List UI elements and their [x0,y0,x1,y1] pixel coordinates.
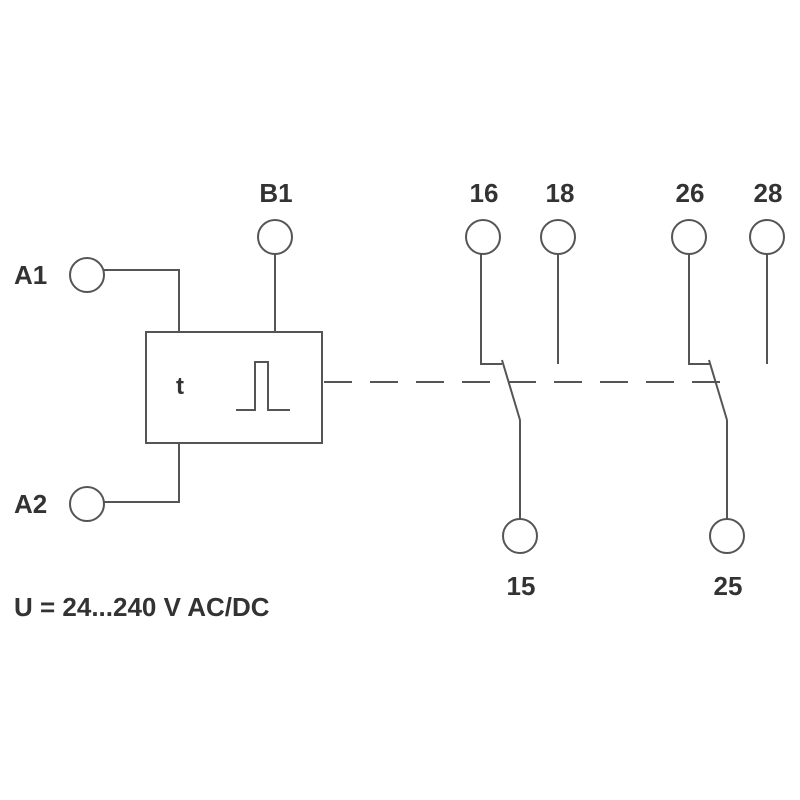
pulse-symbol [236,361,290,411]
contact-16-line [480,254,502,365]
wire-a1 [104,269,180,332]
timer-symbol-label: t [176,373,184,400]
timer-block [145,331,323,444]
supply-voltage-label: U = 24...240 V AC/DC [14,592,270,622]
terminal-25 [709,518,745,554]
label-28: 28 [753,178,783,208]
label-18: 18 [545,178,575,208]
contact-2-blade [708,359,728,421]
terminal-a2 [69,486,105,522]
label-26: 26 [675,178,705,208]
contact-1-blade [501,359,521,421]
terminal-15 [502,518,538,554]
label-16: 16 [469,178,499,208]
label-b1: B1 [259,178,293,208]
terminal-26 [671,219,707,255]
label-15: 15 [506,571,536,601]
terminal-28 [749,219,785,255]
terminal-a1 [69,257,105,293]
terminal-16 [465,219,501,255]
terminal-b1 [257,219,293,255]
label-a1: A1 [14,260,48,290]
wire-a2 [104,443,180,503]
label-a2: A2 [14,489,48,519]
contact-26-line [688,254,710,365]
label-25: 25 [713,571,743,601]
terminal-18 [540,219,576,255]
